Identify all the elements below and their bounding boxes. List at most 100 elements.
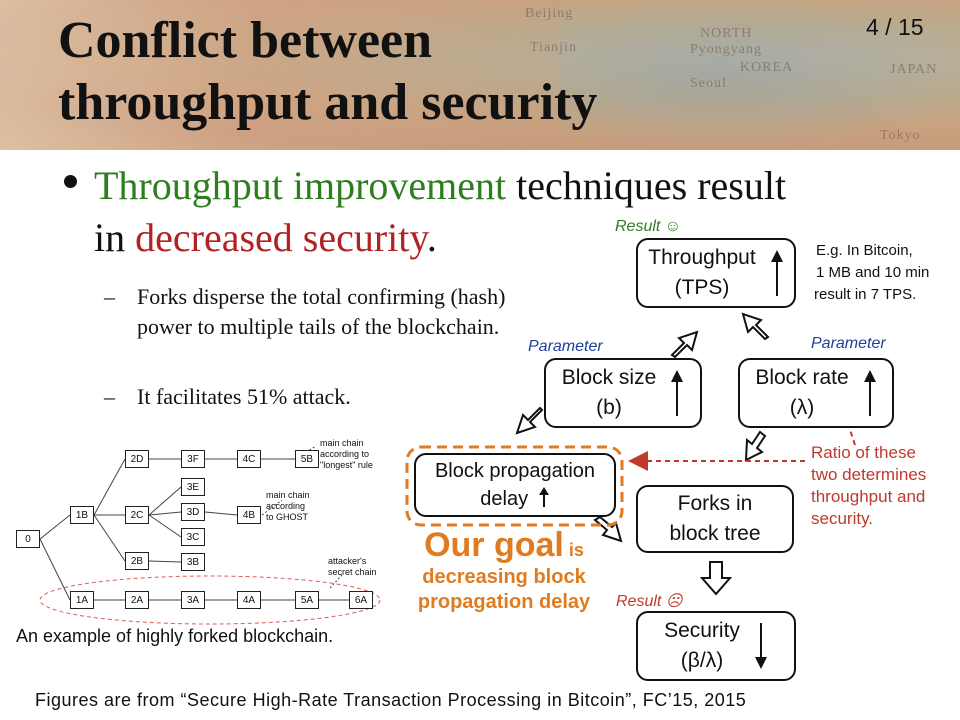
forks-line1: Forks in: [677, 492, 753, 515]
example-line: 1 MB and 10 min: [816, 264, 930, 281]
fork-block: 5A: [295, 591, 319, 609]
fork-block: 5B: [295, 450, 319, 468]
map-decoration: Tokyo: [880, 128, 921, 143]
param-left-label: Parameter: [528, 338, 603, 355]
fork-block: 2A: [125, 591, 149, 609]
subpoint-1: Forks disperse the total confirming (has…: [137, 284, 506, 339]
fork-block: 0: [16, 530, 40, 548]
up-arrow-icon: [863, 370, 876, 416]
example-note: E.g. In Bitcoin, 1 MB and 10 min result …: [814, 240, 930, 306]
tree-label-line: according: [266, 501, 306, 511]
bullet-mid-text: techniques result: [506, 163, 787, 208]
hollow-arrow-icon: [670, 330, 699, 359]
propagation-delay-box: Block propagation delay: [414, 453, 616, 517]
ratio-line: throughput and: [811, 487, 926, 506]
fork-block: 3B: [181, 553, 205, 571]
block-rate-box: Block rate (λ): [738, 358, 894, 428]
propagation-line1: Block propagation: [434, 460, 596, 482]
example-line: result in 7 TPS.: [814, 286, 917, 303]
up-arrow-icon: [538, 487, 549, 507]
ratio-line: security.: [811, 509, 874, 528]
header-banner: Beijing Tianjin NORTH Pyongyang KOREA Se…: [0, 0, 960, 150]
hollow-arrow-icon: [593, 515, 623, 543]
block-size-line1: Block size: [561, 366, 657, 389]
map-decoration: JAPAN: [890, 62, 938, 77]
tree-label-line: "longest" rule: [320, 460, 373, 470]
map-background: [0, 0, 560, 150]
slide-title: Conflict between throughput and security: [58, 10, 758, 134]
goal-statement: Our goal is decreasing block propagation…: [398, 526, 610, 615]
block-size-line2: (b): [596, 396, 622, 419]
up-arrow-icon: [770, 250, 783, 296]
map-sea: [560, 0, 960, 150]
block-rate-line1: Block rate: [755, 366, 849, 389]
dash-marker: –: [104, 284, 115, 309]
title-line-1: Conflict between: [58, 12, 433, 69]
fork-block: 2B: [125, 552, 149, 570]
hollow-arrow-icon: [741, 312, 770, 341]
page-number: 4 / 15: [866, 14, 924, 40]
fork-block: 3C: [181, 528, 205, 546]
fork-block: 1A: [70, 591, 94, 609]
fork-block: 2C: [125, 506, 149, 524]
fork-block: 3A: [181, 591, 205, 609]
footer-citation: Figures are from “Secure High-Rate Trans…: [35, 690, 747, 710]
fork-block: 4A: [237, 591, 261, 609]
subpoint-2: It facilitates 51% attack.: [137, 384, 351, 409]
fork-block: 3E: [181, 478, 205, 496]
forks-line2: block tree: [669, 522, 761, 545]
security-line1: Security: [664, 619, 740, 642]
fork-tree-lines: [39, 445, 381, 625]
throughput-line1: Throughput: [648, 246, 756, 269]
ratio-line: two determines: [811, 465, 927, 484]
security-box: Security (β/λ): [636, 611, 796, 681]
down-arrow-icon: [754, 623, 767, 669]
ratio-line: Ratio of these: [811, 443, 916, 462]
hollow-arrow-icon: [699, 561, 733, 596]
bullet-red-text: decreased security: [135, 215, 427, 260]
label-ghost-chain: main chain according to GHOST: [266, 490, 310, 523]
result-bad-label: Result ☹: [616, 593, 683, 610]
fork-block: 1B: [70, 506, 94, 524]
bullet-dot: [64, 175, 77, 188]
hollow-arrow-icon: [515, 406, 544, 435]
hollow-arrow-icon: [744, 430, 767, 462]
security-line2: (β/λ): [680, 649, 724, 672]
map-decoration: Tianjin: [530, 40, 577, 55]
map-decoration: Beijing: [525, 6, 574, 21]
fork-block: 4C: [237, 450, 261, 468]
fork-block: 2D: [125, 450, 149, 468]
map-decoration: KOREA: [740, 60, 794, 75]
goal-big: Our goal: [424, 526, 564, 564]
label-longest-chain: main chain according to "longest" rule: [320, 438, 373, 471]
block-size-box: Block size (b): [544, 358, 702, 428]
map-decoration: Seoul: [690, 76, 727, 91]
map-decoration: Pyongyang: [690, 42, 762, 57]
ratio-note: Ratio of these two determines throughput…: [811, 442, 926, 530]
up-arrow-icon: [671, 370, 684, 416]
dash-marker: –: [104, 384, 115, 409]
map-decoration: NORTH: [700, 26, 753, 41]
throughput-box: Throughput (TPS): [636, 238, 796, 308]
example-line: E.g. In Bitcoin,: [816, 242, 913, 259]
bullet-prefix: in: [94, 215, 136, 260]
tree-label-line: secret chain: [328, 567, 377, 577]
title-line-2: throughput and security: [58, 74, 598, 131]
fork-block: 3D: [181, 503, 205, 521]
goal-highlight-frame: [405, 445, 624, 527]
propagation-line2: delay: [480, 488, 529, 510]
bullet-suffix: .: [426, 215, 437, 260]
throughput-line2: (TPS): [674, 276, 730, 299]
goal-line2: decreasing block: [422, 566, 586, 588]
label-attacker-chain: attacker's secret chain: [328, 556, 377, 578]
fork-tree-caption: An example of highly forked blockchain.: [16, 626, 334, 646]
tree-label-line: main chain: [320, 438, 364, 448]
result-good-label: Result ☺: [615, 218, 682, 235]
block-rate-line2: (λ): [789, 396, 815, 419]
fork-block: 4B: [237, 506, 261, 524]
main-bullet: Throughput improvement techniques result…: [94, 160, 960, 264]
param-right-label: Parameter: [811, 335, 886, 352]
fork-block: 3F: [181, 450, 205, 468]
fork-block: 6A: [349, 591, 373, 609]
